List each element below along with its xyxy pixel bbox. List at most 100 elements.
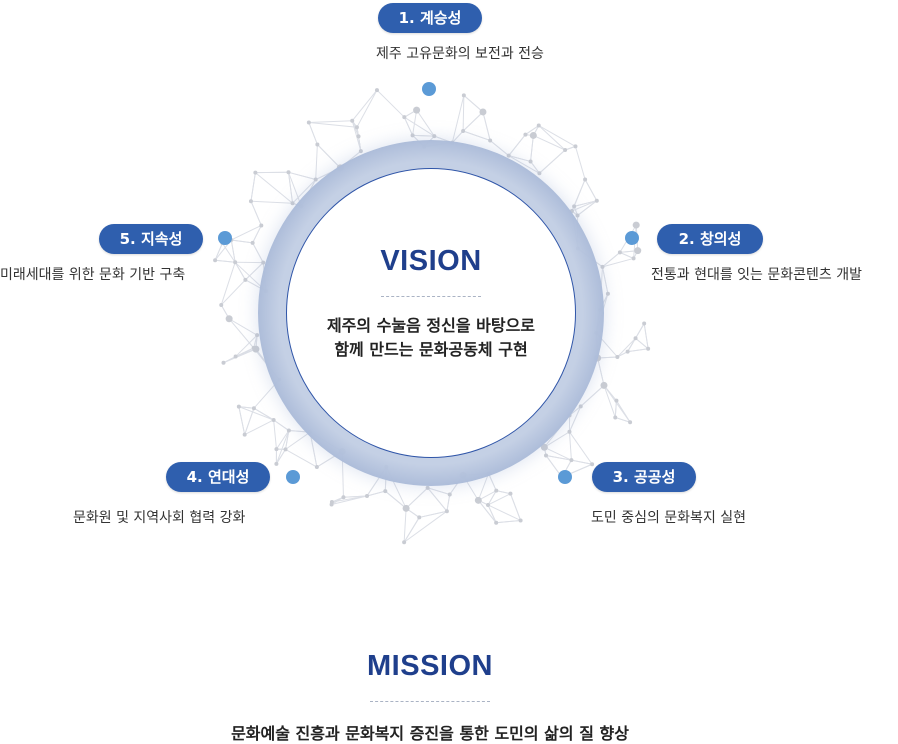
vision-core xyxy=(286,168,576,458)
network-node xyxy=(252,346,259,353)
network-node xyxy=(251,241,255,245)
network-node xyxy=(537,171,541,175)
network-line xyxy=(483,112,490,140)
network-node xyxy=(448,493,452,497)
network-line xyxy=(509,135,526,156)
value-desc-3: 도민 중심의 문화복지 실현 xyxy=(591,507,746,527)
network-node xyxy=(615,355,619,359)
value-desc-2: 전통과 현대를 잇는 문화콘텐츠 개발 xyxy=(651,264,862,284)
network-line xyxy=(644,324,648,349)
network-line xyxy=(447,495,450,512)
network-line xyxy=(496,520,520,522)
network-node xyxy=(569,458,573,462)
network-node xyxy=(357,134,361,138)
network-node xyxy=(432,134,436,138)
network-node xyxy=(252,406,256,410)
network-node xyxy=(237,405,241,409)
value-node-1 xyxy=(422,82,436,96)
network-node xyxy=(330,503,334,507)
value-badge-3: 3. 공공성 xyxy=(592,462,696,492)
network-line xyxy=(357,90,377,127)
network-node xyxy=(219,303,223,307)
value-node-2 xyxy=(625,231,639,245)
network-node xyxy=(221,361,225,365)
network-node xyxy=(411,133,415,137)
network-node xyxy=(272,418,276,422)
network-node xyxy=(573,144,577,148)
network-line xyxy=(489,473,497,490)
network-node xyxy=(508,492,512,496)
network-node xyxy=(287,429,291,433)
network-line xyxy=(452,95,464,142)
network-line xyxy=(352,90,377,121)
network-line xyxy=(251,173,255,202)
network-node xyxy=(365,494,369,498)
network-line xyxy=(251,201,293,203)
network-node xyxy=(462,93,466,97)
network-node xyxy=(488,138,492,142)
network-node xyxy=(355,125,359,129)
network-node xyxy=(417,515,421,519)
network-node xyxy=(413,107,420,114)
network-node xyxy=(350,119,354,123)
network-node xyxy=(475,497,482,504)
network-node xyxy=(530,132,537,139)
value-badge-2: 2. 창의성 xyxy=(657,224,763,254)
network-node xyxy=(572,204,576,208)
network-node xyxy=(461,129,465,133)
mission-divider xyxy=(370,701,490,702)
network-node xyxy=(315,143,319,147)
network-line xyxy=(428,488,447,511)
network-node xyxy=(341,495,345,499)
network-node xyxy=(274,447,278,451)
mission-statement: 문화예술 진흥과 문화복지 증진을 통한 도민의 삶의 질 향상 xyxy=(0,720,860,744)
network-node xyxy=(234,355,238,359)
value-node-4 xyxy=(286,470,300,484)
network-node xyxy=(634,336,638,340)
network-line xyxy=(221,262,235,305)
network-node xyxy=(544,453,548,457)
network-node xyxy=(567,430,571,434)
network-node xyxy=(613,415,617,419)
network-line xyxy=(539,150,565,173)
network-node xyxy=(315,465,319,469)
network-line xyxy=(463,112,483,131)
network-node xyxy=(274,462,278,466)
network-line xyxy=(413,135,435,136)
network-node xyxy=(600,265,604,269)
network-line xyxy=(251,201,261,225)
network-line xyxy=(229,319,254,348)
network-line xyxy=(286,432,311,449)
network-node xyxy=(243,433,247,437)
network-line xyxy=(229,319,257,335)
network-node xyxy=(426,486,430,490)
network-node xyxy=(359,149,363,153)
network-node xyxy=(529,159,533,163)
network-node xyxy=(523,133,527,137)
network-line xyxy=(309,122,318,144)
network-node xyxy=(632,256,636,260)
network-line xyxy=(289,172,316,179)
network-line xyxy=(255,173,292,204)
network-line xyxy=(496,491,510,494)
network-node xyxy=(628,420,632,424)
network-line xyxy=(239,407,274,420)
network-node xyxy=(375,88,379,92)
network-node xyxy=(479,108,486,115)
network-line xyxy=(274,420,277,449)
network-node xyxy=(284,447,288,451)
network-node xyxy=(259,223,263,227)
network-line xyxy=(464,95,483,112)
network-node xyxy=(634,247,641,254)
network-line xyxy=(569,432,571,460)
network-node xyxy=(579,404,583,408)
network-node xyxy=(563,148,567,152)
network-node xyxy=(287,170,291,174)
network-line xyxy=(404,508,406,542)
network-line xyxy=(231,240,252,243)
network-line xyxy=(309,122,357,127)
network-node xyxy=(595,199,599,203)
network-line xyxy=(531,135,534,161)
network-node xyxy=(402,540,406,544)
value-desc-5: 미래세대를 위한 문화 기반 구축 xyxy=(0,264,185,284)
